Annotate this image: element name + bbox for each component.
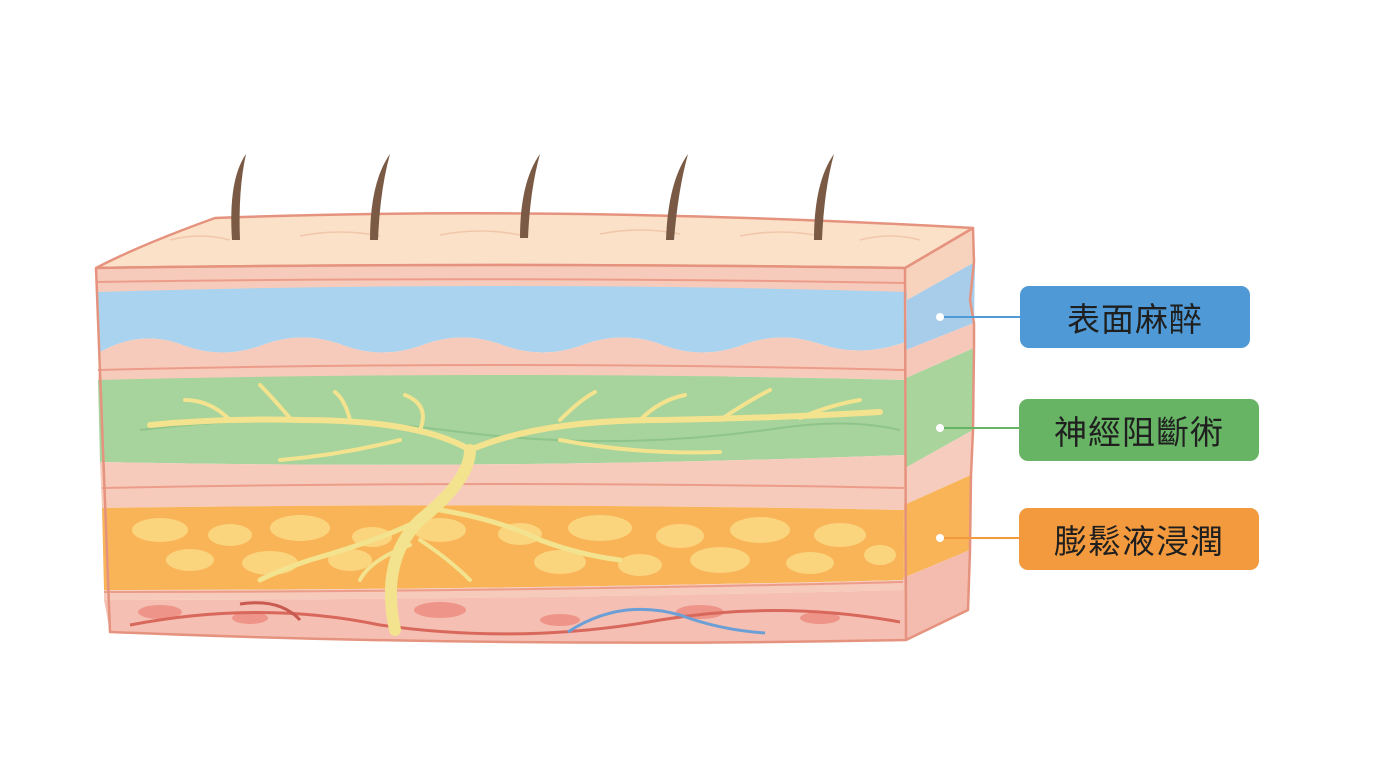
skin-block-side	[903, 226, 976, 642]
blood-vessel	[239, 601, 302, 622]
deep-tissue-layer	[104, 590, 906, 643]
skin-surface-top	[94, 212, 975, 270]
hair	[231, 154, 246, 240]
hair	[666, 154, 688, 240]
pointer-lines	[936, 313, 1020, 542]
hair	[814, 154, 834, 240]
hairs	[231, 154, 834, 240]
skin-block-front	[94, 263, 908, 644]
hair	[370, 154, 390, 240]
surface-anesthesia-label: 表面麻醉	[1020, 286, 1250, 348]
vein	[567, 607, 766, 635]
nerve-block-label: 神經阻斷術	[1019, 399, 1259, 461]
tumescent-layer	[102, 505, 904, 590]
nerve-block-layer	[98, 375, 906, 465]
tumescent-infiltration-label: 膨鬆液浸潤	[1019, 508, 1259, 570]
hair	[520, 154, 540, 238]
blood-vessel	[129, 609, 901, 636]
surface-anesthesia-layer	[96, 286, 907, 353]
nerve-branches	[147, 383, 883, 636]
